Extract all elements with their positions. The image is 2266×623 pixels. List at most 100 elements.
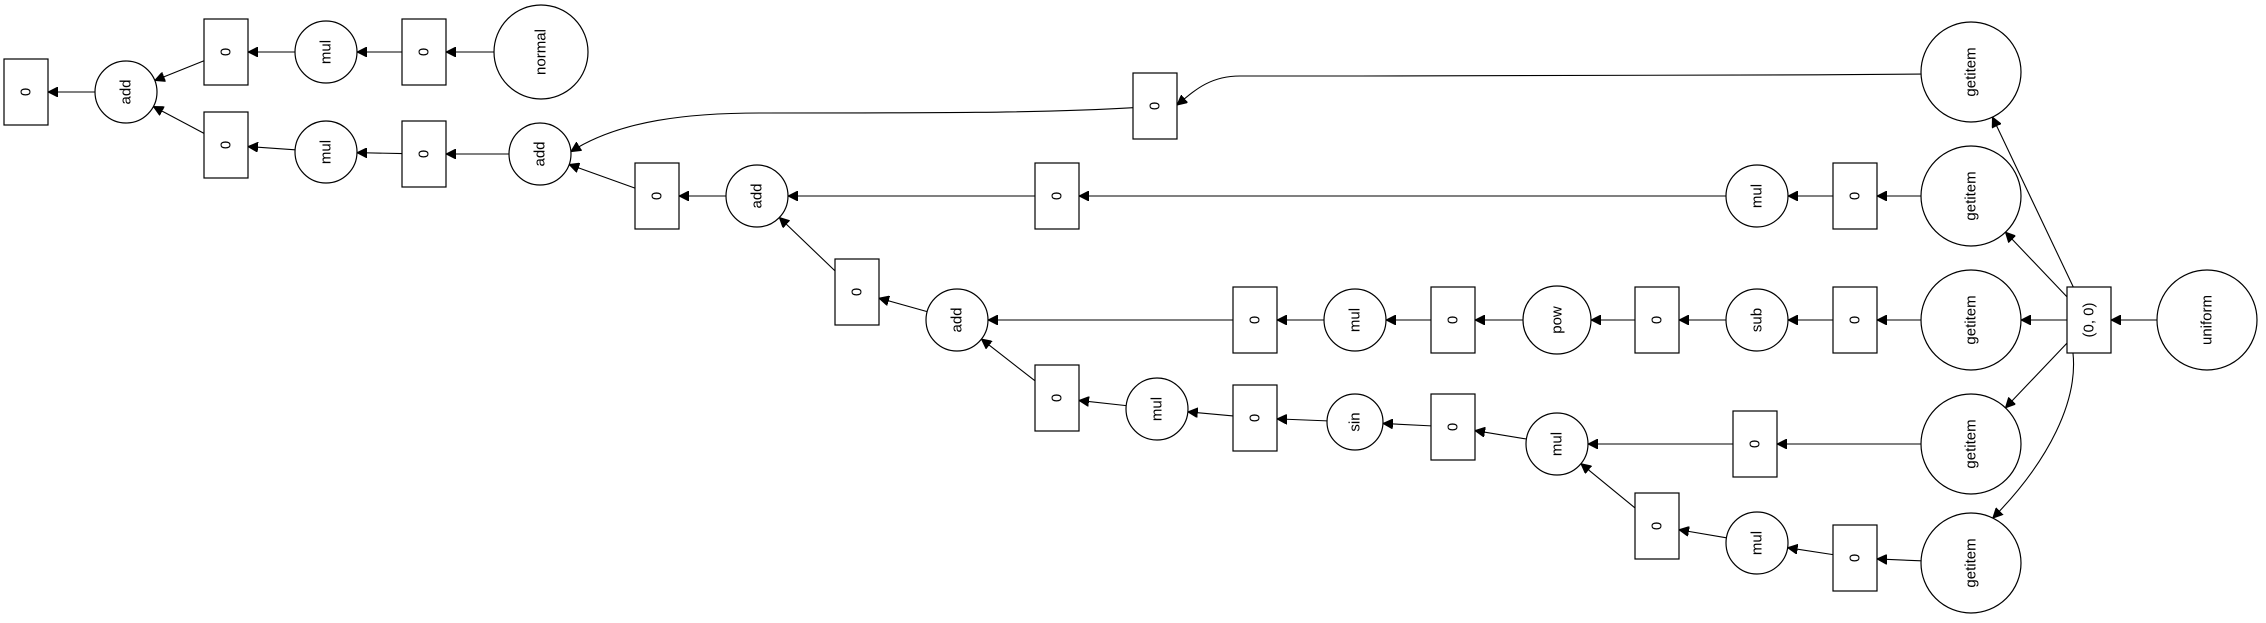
node-label: 0	[1247, 316, 1264, 324]
node-label: 0	[1847, 316, 1864, 324]
data-box	[1430, 286, 1476, 354]
node-sub: sub	[1725, 288, 1789, 352]
node-mul_r3: mul	[1323, 288, 1387, 352]
data-box	[834, 258, 880, 326]
data-box	[2066, 286, 2112, 354]
edge-b_add_top-to-mul_a	[357, 153, 403, 154]
node-label: 0	[1049, 394, 1066, 402]
node-label: getitem	[1963, 47, 1980, 96]
task-circle	[1920, 145, 2022, 247]
node-label: 0	[218, 141, 235, 149]
node-label: mul	[1749, 184, 1766, 208]
node-label: 0	[1847, 192, 1864, 200]
node-gi4: getitem	[1920, 393, 2022, 495]
node-label: 0	[1747, 440, 1764, 448]
edge-tuple00-to-gi2	[2005, 232, 2068, 298]
node-add_low: add	[925, 288, 989, 352]
node-label: uniform	[2199, 295, 2216, 345]
edge-mul_sin-to-b_mul_sin	[1079, 400, 1127, 405]
task-circle	[2156, 269, 2258, 371]
task-circle	[1725, 164, 1789, 228]
node-b_gi1: 0	[1132, 72, 1178, 140]
node-b_gi2: 0	[1832, 162, 1878, 230]
edge-b_mul_r5-to-mul_r4	[1581, 464, 1636, 509]
node-label: getitem	[1963, 538, 1980, 587]
node-pow: pow	[1522, 285, 1592, 355]
node-label: add	[949, 307, 966, 332]
node-mul_r5: mul	[1725, 511, 1789, 575]
node-label: mul	[1347, 308, 1364, 332]
edges	[48, 52, 2157, 561]
node-label: sub	[1749, 308, 1766, 332]
data-box	[1634, 286, 1680, 354]
task-circle	[1920, 269, 2022, 371]
data-box	[401, 18, 447, 86]
node-mul_r4: mul	[1525, 412, 1589, 476]
node-label: add	[749, 183, 766, 208]
edge-sin-to-b_sin	[1277, 419, 1328, 421]
edge-mul_r5-to-b_mul_r5	[1679, 530, 1727, 539]
edge-mul_r4-to-b_mul_r4	[1475, 431, 1527, 440]
node-label: 0	[649, 192, 666, 200]
node-add_top: add	[508, 122, 572, 186]
task-circle	[1323, 288, 1387, 352]
data-box	[3, 58, 49, 126]
task-circle	[1725, 511, 1789, 575]
node-b_mul_r5: 0	[1634, 492, 1680, 560]
node-b_mul_r3: 0	[1232, 286, 1278, 354]
task-circle	[294, 120, 358, 184]
node-label: add	[532, 141, 549, 166]
data-box	[1634, 492, 1680, 560]
node-gi5: getitem	[1920, 512, 2022, 614]
edge-gi1-to-b_gi1	[1177, 73, 1922, 105]
task-circle	[1920, 512, 2022, 614]
edge-tuple00-to-gi4	[2005, 342, 2068, 408]
node-gi1: getitem	[1920, 21, 2022, 123]
data-box	[1034, 364, 1080, 432]
node-label: getitem	[1963, 171, 1980, 220]
task-circle	[493, 4, 589, 100]
node-b_add_low: 0	[834, 258, 880, 326]
data-box	[1232, 286, 1278, 354]
node-label: 0	[1445, 423, 1462, 431]
node-b_sub: 0	[1634, 286, 1680, 354]
edge-add_low-to-b_add_low	[879, 298, 928, 313]
node-b_mul_r2: 0	[1034, 162, 1080, 230]
edge-b_sin-to-mul_sin	[1188, 412, 1234, 416]
task-circle	[725, 164, 789, 228]
node-mul_a: mul	[294, 120, 358, 184]
node-normal: normal	[493, 4, 589, 100]
node-b_add_top: 0	[401, 120, 447, 188]
task-circle	[508, 122, 572, 186]
task-circle	[925, 288, 989, 352]
node-b_mul_sin: 0	[1034, 364, 1080, 432]
node-label: mul	[318, 140, 335, 164]
data-box	[1430, 393, 1476, 461]
node-uniform: uniform	[2156, 269, 2258, 371]
edge-b_add_low-to-add_mid	[779, 217, 836, 272]
node-label: getitem	[1963, 419, 1980, 468]
edge-b_mul_r4-to-sin	[1383, 423, 1432, 425]
node-b_sin: 0	[1232, 384, 1278, 452]
node-label: mul	[1749, 531, 1766, 555]
node-mul_r2: mul	[1725, 164, 1789, 228]
edge-b_mul_a-to-add_final	[153, 107, 205, 134]
edge-b_gi1-to-add_top	[571, 107, 1134, 152]
nodes: uniform(0, 0)getitemgetitemgetitemgetite…	[3, 4, 2258, 614]
node-sin: sin	[1326, 393, 1384, 451]
edge-tuple00-to-gi5	[1993, 352, 2075, 518]
node-b_pow: 0	[1430, 286, 1476, 354]
node-label: add	[118, 79, 135, 104]
edge-b_add_mid-to-add_top	[569, 164, 636, 189]
node-b_mul_a: 0	[203, 111, 249, 179]
task-circle	[1725, 288, 1789, 352]
task-circle	[1522, 285, 1592, 355]
edge-b_mul_n-to-add_final	[155, 60, 205, 81]
node-b_gi5: 0	[1832, 524, 1878, 592]
edge-mul_a-to-b_mul_a	[248, 147, 296, 150]
node-label: 0	[416, 150, 433, 158]
data-box	[1832, 524, 1878, 592]
node-gi3: getitem	[1920, 269, 2022, 371]
edge-gi5-to-b_gi5	[1877, 559, 1922, 561]
